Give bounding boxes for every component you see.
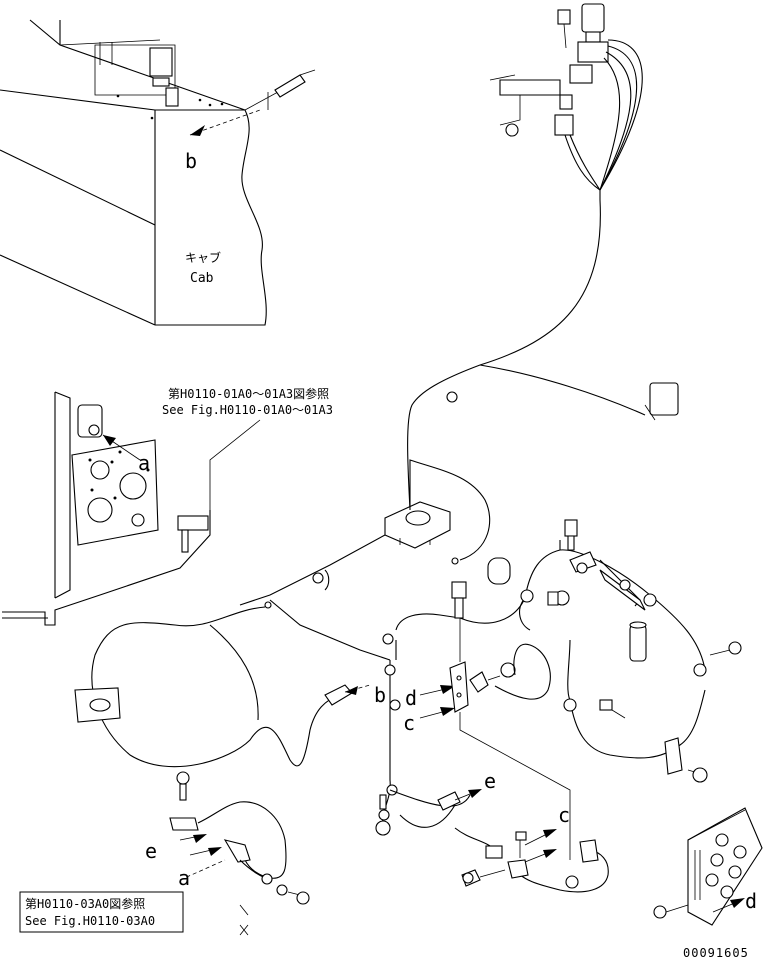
lower-harness-c <box>454 827 609 893</box>
connector-bd <box>324 684 371 706</box>
right-letter-d: d <box>745 889 757 913</box>
harness-main-center <box>239 459 491 661</box>
figure-number: 00091605 <box>683 946 749 960</box>
lower-letter-c: c <box>558 803 570 827</box>
harness-vertical-center <box>375 613 471 836</box>
connector-plug-right <box>446 364 679 421</box>
ref-upper-jp: 第H0110-01A0～01A3図参照 <box>168 386 329 401</box>
harness-left-loop <box>74 606 341 768</box>
cab-callout-arrow-b <box>189 109 261 136</box>
harness-right <box>459 519 742 783</box>
panel-letter-a: a <box>138 451 150 475</box>
ref-lower-jp: 第H0110-03A0図参照 <box>25 896 145 911</box>
ref-upper-en: See Fig.H0110-01A0～01A3 <box>162 403 333 417</box>
left-letter-e: e <box>145 839 157 863</box>
wire-bundle-top <box>407 39 643 511</box>
arrows-to-bracket <box>419 685 455 719</box>
cab-body <box>0 19 316 326</box>
cab-label-jp: キャブ <box>185 250 221 265</box>
sensor-bracket <box>449 581 571 860</box>
bottom-left-sensor <box>169 771 310 936</box>
left-letter-a: a <box>178 866 190 890</box>
solenoid-valve <box>489 3 609 137</box>
cab-label-en: Cab <box>190 271 214 286</box>
ref-box-lower <box>19 891 184 933</box>
frame-rail <box>2 510 211 626</box>
ref-lower-en: See Fig.H0110-03A0 <box>25 914 155 928</box>
junction-clamp <box>384 501 451 549</box>
mid-letter-c: c <box>403 711 415 735</box>
lower-sensor-e <box>437 789 482 811</box>
left-panel <box>54 391 159 599</box>
terminal-block-d <box>653 807 763 926</box>
mid-letter-e: e <box>484 769 496 793</box>
mid-letter-d: d <box>405 686 417 710</box>
cab-letter-b: b <box>185 149 197 173</box>
mid-letter-b: b <box>374 683 386 707</box>
